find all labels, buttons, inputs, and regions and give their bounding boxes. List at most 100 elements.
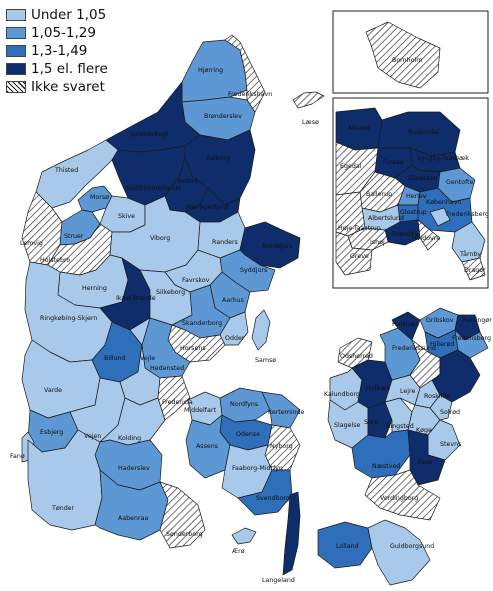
- label-middelfart: Middelfart: [184, 407, 216, 414]
- label-horsens: Horsens: [180, 345, 206, 352]
- label-svendborg: Svendborg: [256, 495, 290, 502]
- label-hjorring: Hjørring: [198, 67, 223, 74]
- label-favrskov: Favrskov: [182, 277, 210, 284]
- label-gentofte: Gentofte: [446, 179, 474, 186]
- label-nordfyns: Nordfyns: [230, 401, 258, 408]
- label-lyngby: Lyngby-Taarbæk: [418, 155, 469, 162]
- label-hvidovre: Hvidovre: [412, 235, 440, 242]
- label-albertslund: Albertslund: [368, 215, 404, 222]
- label-frederikshavn: Frederikshavn: [228, 91, 272, 98]
- label-fredensborg: Fredensborg: [452, 335, 491, 342]
- legend-item-no-answer: Ikke svaret: [6, 78, 108, 96]
- region-bornholm: [365, 21, 441, 89]
- label-samso: Samsø: [255, 357, 276, 364]
- label-faxe: Faxe: [418, 459, 432, 466]
- region-hvidovre: [417, 219, 441, 251]
- label-nyborg: Nyborg: [270, 443, 293, 450]
- label-taarnby: Tårnby: [459, 249, 481, 258]
- label-odsherred: Odsherred: [340, 353, 373, 360]
- label-vejle: Vejle: [140, 355, 155, 362]
- label-greve: Greve: [350, 253, 369, 260]
- label-fano: Fanø: [10, 453, 25, 460]
- label-bornholm: Bornholm: [392, 57, 422, 64]
- region-fredericia: [157, 375, 191, 421]
- label-ishoj: Ishøj: [370, 239, 385, 246]
- label-langeland: Langeland: [262, 577, 295, 584]
- region-laeso: [292, 91, 325, 109]
- label-vordingborg: Vordingborg: [380, 495, 418, 502]
- label-gladsaxe: Gladsaxe: [408, 175, 437, 182]
- label-ikast-brande: Ikast-Brande: [116, 295, 156, 302]
- label-mariagerfjord: Mariagerfjord: [186, 204, 228, 211]
- label-holbaek: Holbæk: [366, 385, 391, 392]
- label-faaborg: Faaborg-Midtfyn: [232, 465, 283, 472]
- region-frederiksberg: [429, 207, 451, 227]
- label-frederikssund: Frederikssund: [392, 345, 436, 352]
- copenhagen-inset-frame: [332, 97, 489, 289]
- label-billund: Billund: [104, 355, 126, 362]
- region-guldborgsund: [367, 519, 431, 586]
- label-soro: Sorø: [364, 419, 378, 426]
- label-aabenraa: Aabenraa: [118, 515, 148, 522]
- label-tonder: Tønder: [51, 505, 75, 512]
- label-vesthimmerland: Vesthimmerlands: [126, 185, 181, 192]
- label-laeso: Læsø: [302, 119, 319, 126]
- label-helsingor: Helsingør: [462, 317, 492, 324]
- label-slagelse: Slagelse: [334, 422, 361, 429]
- label-sonderborg: Sønderborg: [166, 531, 203, 538]
- label-ringkobing: Ringkøbing-Skjern: [40, 315, 97, 322]
- label-kerteminde: Kerteminde: [268, 409, 304, 416]
- label-kalundborg: Kalundborg: [324, 391, 360, 398]
- label-randers: Randers: [212, 239, 238, 246]
- label-rebild: Rebild: [178, 178, 197, 185]
- region-sonderborg: [159, 481, 206, 549]
- label-viborg: Viborg: [150, 235, 170, 242]
- region-dragor: [461, 257, 486, 281]
- legend-label: 1,3-1,49: [31, 43, 88, 59]
- legend-swatch: [6, 27, 26, 39]
- legend-swatch-hatched: [6, 81, 26, 93]
- label-ballerup: Ballerup: [366, 191, 392, 198]
- region-samso: [251, 309, 271, 351]
- municipality-labels: Hjørring Frederikshavn Læsø Brønderslev …: [10, 57, 492, 584]
- label-odder: Odder: [225, 335, 245, 342]
- label-syddjurs: Syddjurs: [240, 267, 267, 274]
- label-halsnaes: Halsnæs: [392, 321, 419, 328]
- label-jammerbugt: Jammerbugt: [129, 131, 169, 138]
- label-fredericia: Fredericia: [162, 399, 193, 406]
- label-roskilde: Roskilde: [424, 393, 450, 400]
- region-greve: [335, 231, 373, 276]
- map-legend: Under 1,05 1,05-1,29 1,3-1,49 1,5 el. fl…: [6, 6, 108, 96]
- label-esbjerg: Esbjerg: [40, 429, 63, 436]
- label-lemvig: Lemvig: [20, 240, 43, 247]
- legend-label: Ikke svaret: [31, 79, 105, 95]
- label-silkeborg: Silkeborg: [156, 289, 185, 296]
- label-hedensted: Hedensted: [150, 365, 184, 372]
- region-langeland: [282, 491, 301, 576]
- region-aero: [231, 527, 257, 545]
- label-odense: Odense: [236, 431, 260, 438]
- legend-label: Under 1,05: [31, 7, 107, 23]
- label-brondby: Brøndby: [392, 231, 419, 238]
- label-aarhus: Aarhus: [222, 297, 244, 304]
- label-rudersdal: Rudersdal: [408, 129, 440, 136]
- label-varde: Varde: [44, 387, 62, 394]
- label-skanderborg: Skanderborg: [182, 320, 222, 327]
- region-soro: [367, 401, 393, 439]
- legend-swatch: [6, 63, 26, 75]
- legend-label: 1,05-1,29: [31, 25, 96, 41]
- label-morso: Morsø: [90, 194, 109, 201]
- label-kobenhavn: København: [426, 199, 461, 206]
- legend-item-105-129: 1,05-1,29: [6, 24, 108, 42]
- label-aero: Ærø: [232, 548, 245, 555]
- legend-item-15-plus: 1,5 el. flere: [6, 60, 108, 78]
- label-hoje-taastrup: Høje-Taastrup: [338, 225, 381, 232]
- label-vejen: Vejen: [84, 433, 101, 440]
- label-thisted: Thisted: [54, 167, 78, 174]
- bornholm-inset-frame: [332, 10, 489, 94]
- label-furesoe: Furesø: [383, 159, 404, 166]
- label-herlev: Herlev: [406, 193, 427, 200]
- label-solrod: Solrød: [440, 409, 460, 416]
- legend-label: 1,5 el. flere: [31, 61, 108, 77]
